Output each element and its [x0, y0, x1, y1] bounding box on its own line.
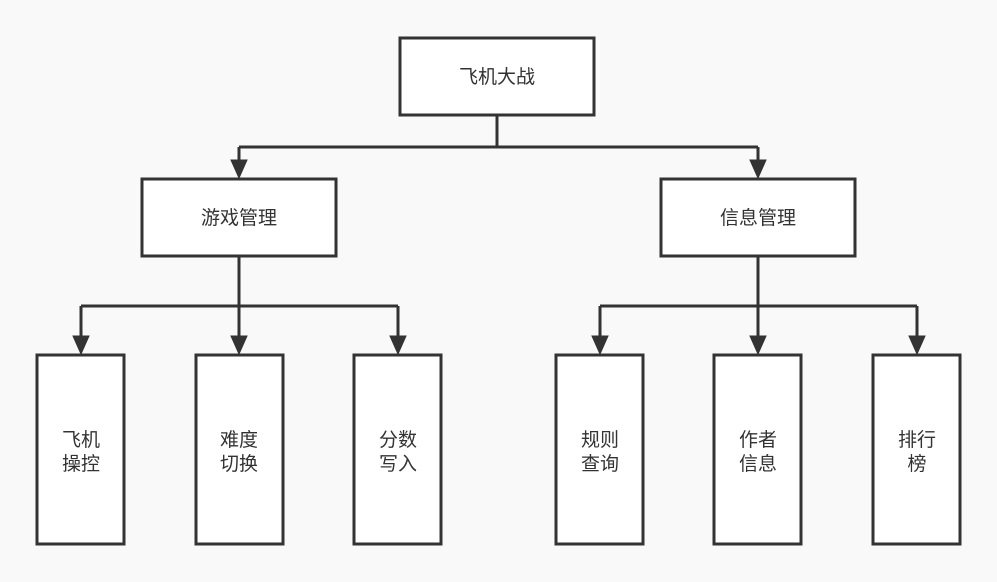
- node-score-write: 分数 写入: [352, 353, 443, 546]
- connectors: [72, 116, 926, 356]
- node-info-management: 信息管理: [659, 177, 857, 258]
- node-rules-query-line1: 规则: [581, 429, 619, 451]
- node-plane-control-line1: 飞机: [62, 429, 100, 451]
- node-score-write-line2: 写入: [379, 453, 417, 475]
- arrow-to-game-mgmt: [230, 159, 248, 180]
- arrow-to-plane-control: [72, 335, 90, 356]
- arrow-to-leaderboard: [908, 335, 926, 356]
- node-root: 飞机大战: [398, 36, 596, 117]
- arrow-to-info-mgmt: [749, 159, 767, 180]
- node-plane-control-line2: 操控: [62, 453, 100, 475]
- node-author-info-line2: 信息: [739, 453, 777, 475]
- arrow-to-difficulty: [230, 335, 248, 356]
- node-difficulty-switch-line1: 难度: [220, 429, 258, 451]
- node-difficulty-switch-line2: 切换: [220, 453, 258, 475]
- node-author-info-line1: 作者: [739, 429, 777, 451]
- node-difficulty-switch: 难度 切换: [194, 353, 285, 546]
- node-leaderboard: 排行 榜: [871, 353, 962, 546]
- node-rules-query-line2: 查询: [581, 453, 619, 475]
- node-root-label: 飞机大战: [459, 66, 535, 88]
- node-author-info: 作者 信息: [712, 353, 803, 546]
- node-score-write-line1: 分数: [379, 429, 417, 451]
- node-game-management-label: 游戏管理: [201, 207, 277, 229]
- node-leaderboard-line1: 排行: [898, 429, 936, 451]
- arrow-to-rules: [591, 335, 609, 356]
- arrow-to-score-write: [389, 335, 407, 356]
- arrow-to-author: [749, 335, 767, 356]
- node-info-management-label: 信息管理: [720, 207, 796, 229]
- node-rules-query: 规则 查询: [554, 353, 645, 546]
- node-game-management: 游戏管理: [140, 177, 338, 258]
- node-leaderboard-line2: 榜: [907, 453, 926, 475]
- node-plane-control: 飞机 操控: [35, 353, 126, 546]
